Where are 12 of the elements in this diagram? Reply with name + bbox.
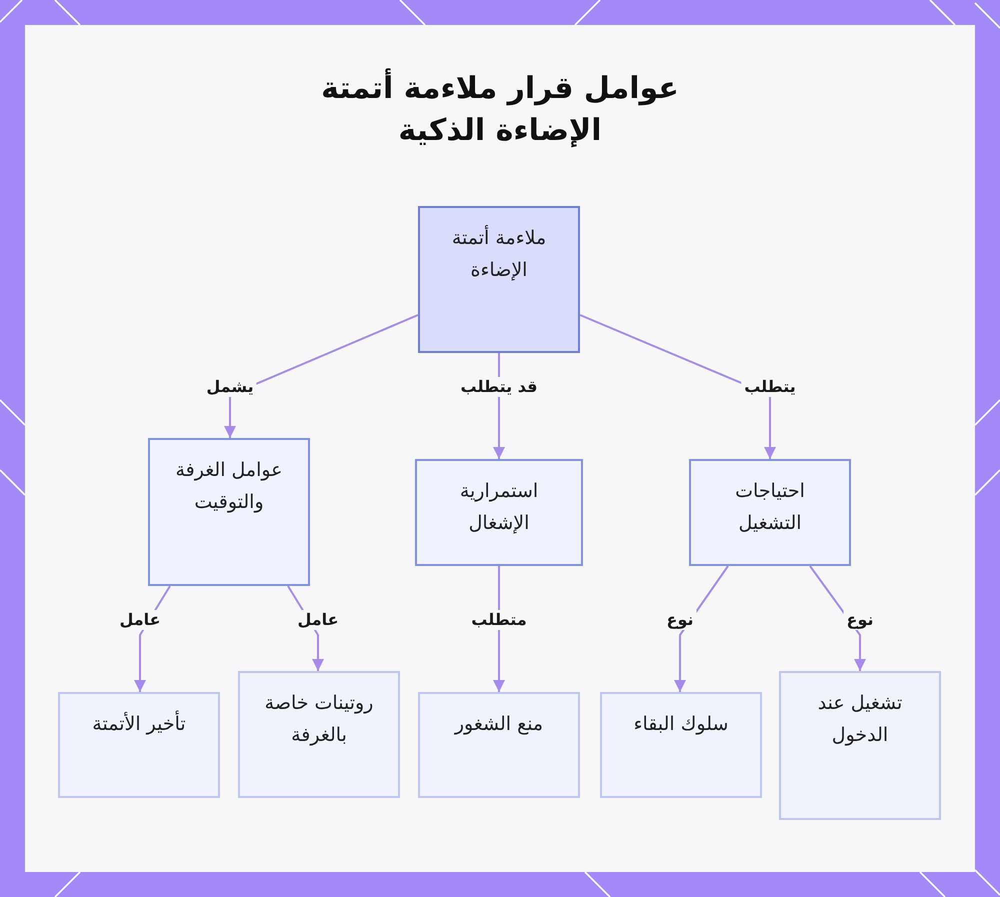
box: تأخير الأتمتة <box>58 692 220 798</box>
box: منع الشغور <box>418 692 580 798</box>
box: روتينات خاصة بالغرفة <box>238 671 400 798</box>
box: عوامل الغرفة والتوقيت <box>148 438 310 586</box>
title: عوامل قرار ملاءمة أتمتة الإضاءة الذكية <box>300 68 700 152</box>
box: سلوك البقاء <box>600 692 762 798</box>
box: استمرارية الإشغال <box>415 459 583 566</box>
box: ملاءمة أتمتة الإضاءة <box>418 206 580 353</box>
box: احتياجات التشغيل <box>689 459 851 566</box>
arrow <box>580 314 776 459</box>
arrow <box>224 314 418 438</box>
box: تشغيل عند الدخول <box>779 671 941 820</box>
